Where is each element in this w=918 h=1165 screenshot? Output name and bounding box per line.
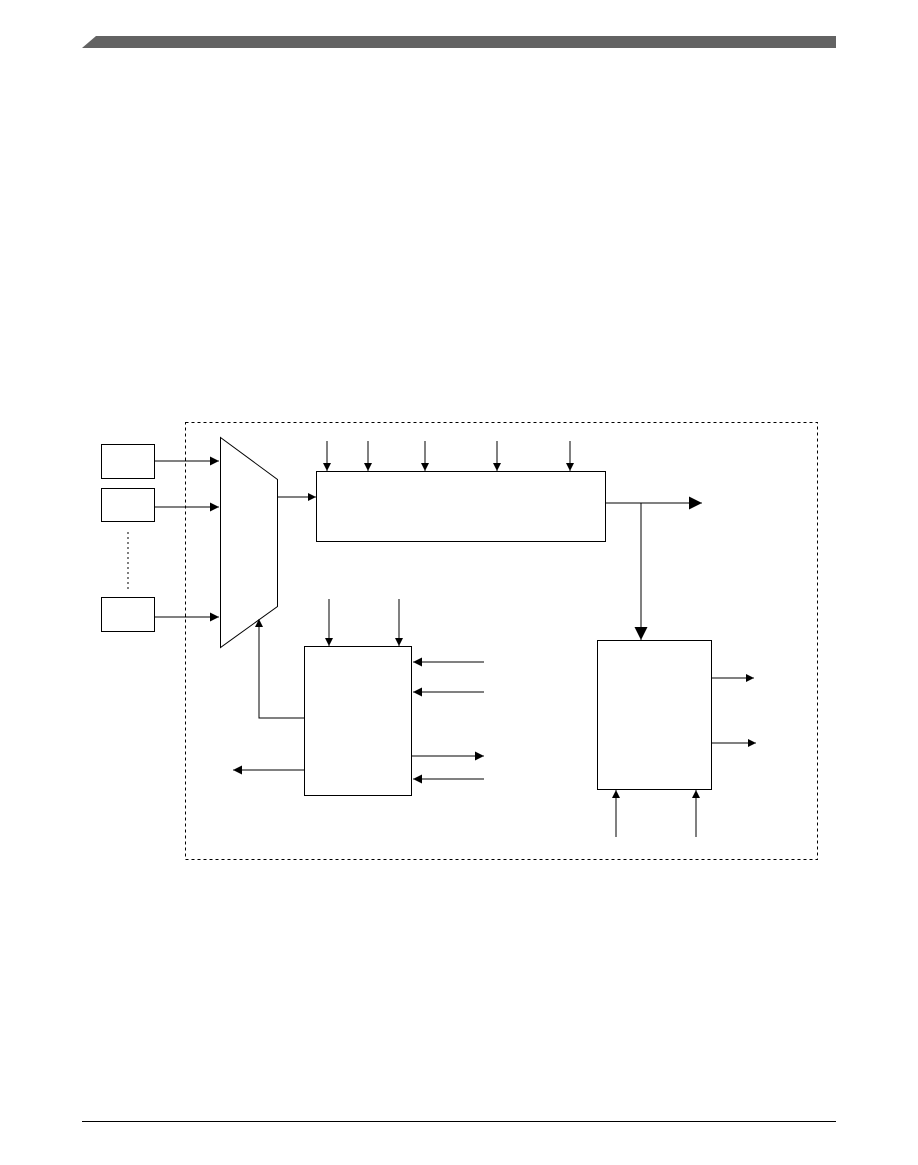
input-box-1 xyxy=(101,444,155,479)
footer-rule xyxy=(82,1121,836,1122)
mux-select-line xyxy=(255,619,304,719)
input-box-2 xyxy=(101,488,155,522)
module-boundary xyxy=(185,422,818,860)
conversion-block xyxy=(316,471,606,542)
output-block xyxy=(597,640,712,790)
control-block xyxy=(304,646,412,796)
input-box-n xyxy=(101,597,155,632)
header-bar-shape xyxy=(82,36,836,48)
input-mux xyxy=(220,436,278,649)
header-bar xyxy=(82,36,836,48)
